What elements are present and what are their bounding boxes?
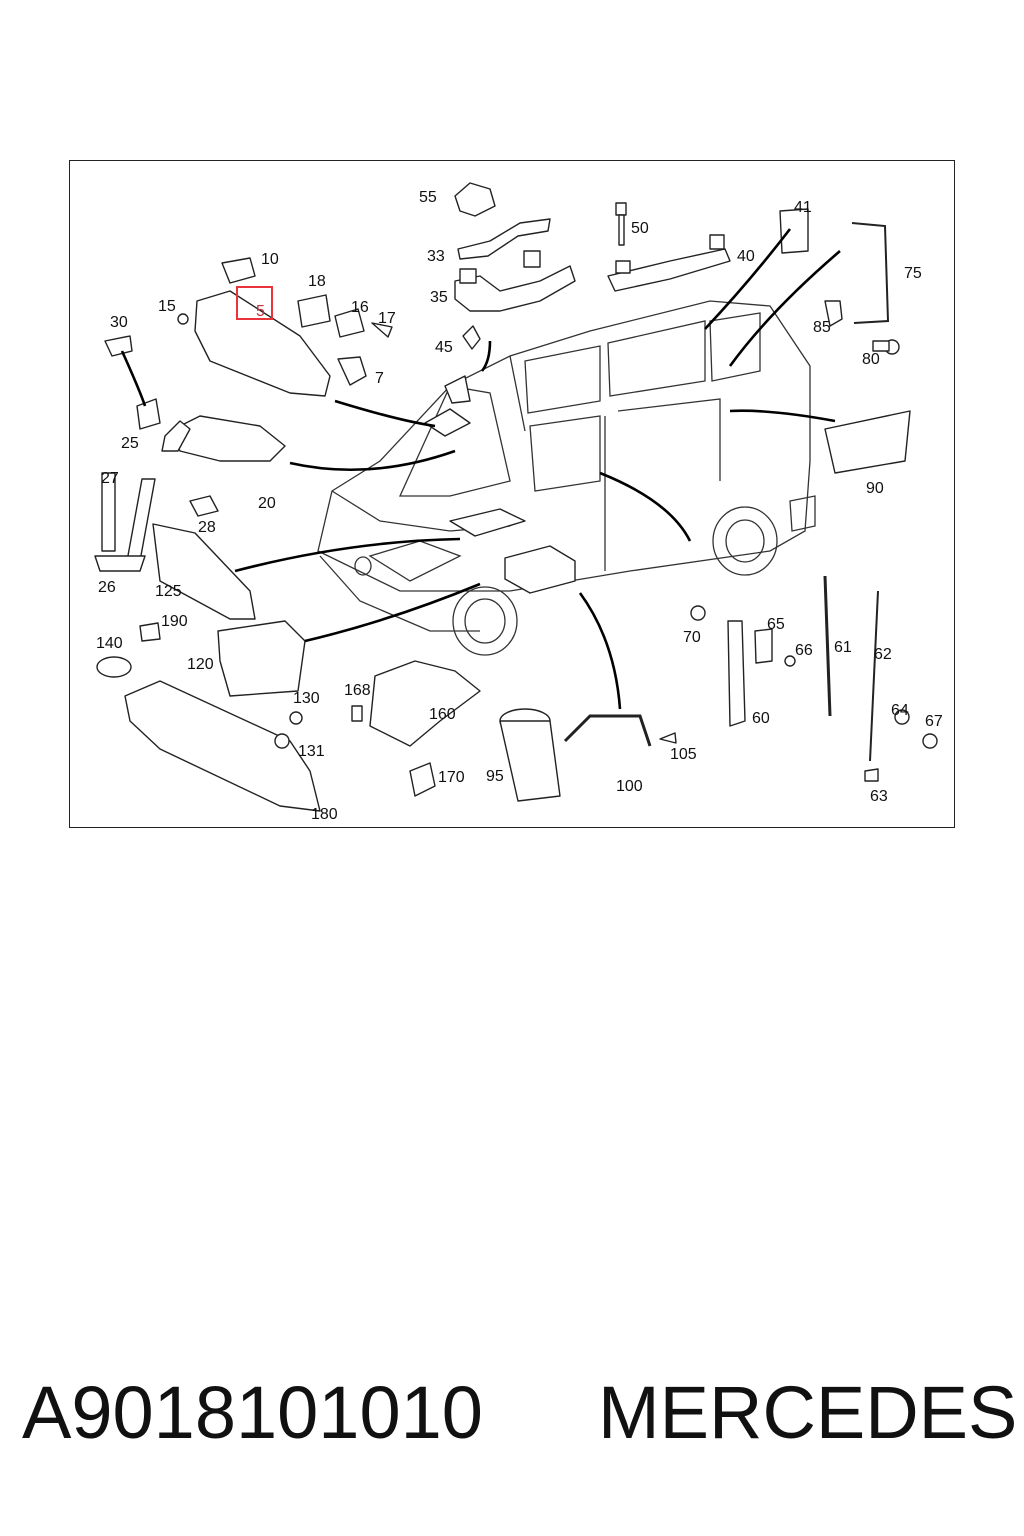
callout-label: 40 — [737, 248, 755, 265]
callout-label: 80 — [862, 351, 880, 368]
callout-label: 180 — [311, 806, 338, 823]
callout-label: 15 — [158, 298, 176, 315]
callout-label: 25 — [121, 435, 139, 452]
exploded-view-drawing: 55 50 41 33 10 40 75 18 16 17 15 5 35 85… — [94, 182, 943, 823]
caption-bar: A9018101010 MERCEDES — [0, 1370, 1024, 1470]
callout-label: 61 — [834, 639, 852, 656]
callout-label: 125 — [155, 583, 182, 600]
callout-label: 160 — [429, 706, 456, 723]
highlight-box — [236, 286, 273, 320]
callout-label: 67 — [925, 713, 943, 730]
callout-label: 62 — [874, 646, 892, 663]
callout-label: 95 — [486, 768, 504, 785]
callout-label: 130 — [293, 690, 320, 707]
callout-label: 105 — [670, 746, 697, 763]
parts-diagram: 55 50 41 33 10 40 75 18 16 17 15 5 35 85… — [69, 160, 955, 828]
callout-label: 75 — [904, 265, 922, 282]
callout-label: 45 — [435, 339, 453, 356]
callout-label: 120 — [187, 656, 214, 673]
parts — [94, 182, 938, 812]
callout-label: 18 — [308, 273, 326, 290]
part-number: A9018101010 — [22, 1371, 483, 1454]
callout-label: 70 — [683, 629, 701, 646]
callout-label: 10 — [261, 251, 279, 268]
callout-label-highlighted: 5 — [256, 303, 265, 320]
callout-label: 7 — [375, 370, 384, 387]
callout-label: 41 — [794, 199, 812, 216]
callout-label: 28 — [198, 519, 216, 536]
callout-label: 65 — [767, 616, 785, 633]
callout-label: 140 — [96, 635, 123, 652]
callout-label: 63 — [870, 788, 888, 805]
callout-label: 90 — [866, 480, 884, 497]
callout-label: 16 — [351, 299, 369, 316]
brand-name: MERCEDES — [598, 1371, 1018, 1454]
callout-label: 17 — [378, 310, 396, 327]
callout-label: 50 — [631, 220, 649, 237]
callout-label: 170 — [438, 769, 465, 786]
callout-label: 190 — [161, 613, 188, 630]
callout-label: 66 — [795, 642, 813, 659]
callout-label: 100 — [616, 778, 643, 795]
callout-label: 30 — [110, 314, 128, 331]
callout-label: 20 — [258, 495, 276, 512]
callout-label: 26 — [98, 579, 116, 596]
callout-label: 55 — [419, 189, 437, 206]
callout-labels: 55 50 41 33 10 40 75 18 16 17 15 5 35 85… — [96, 189, 943, 823]
callout-label: 33 — [427, 248, 445, 265]
callout-label: 35 — [430, 289, 448, 306]
leader-arrows — [120, 228, 841, 710]
callout-label: 85 — [813, 319, 831, 336]
callout-label: 64 — [891, 702, 909, 719]
callout-label: 168 — [344, 682, 371, 699]
van-outline — [317, 300, 816, 656]
callout-label: 27 — [101, 470, 119, 487]
callout-label: 60 — [752, 710, 770, 727]
callout-label: 131 — [298, 743, 325, 760]
